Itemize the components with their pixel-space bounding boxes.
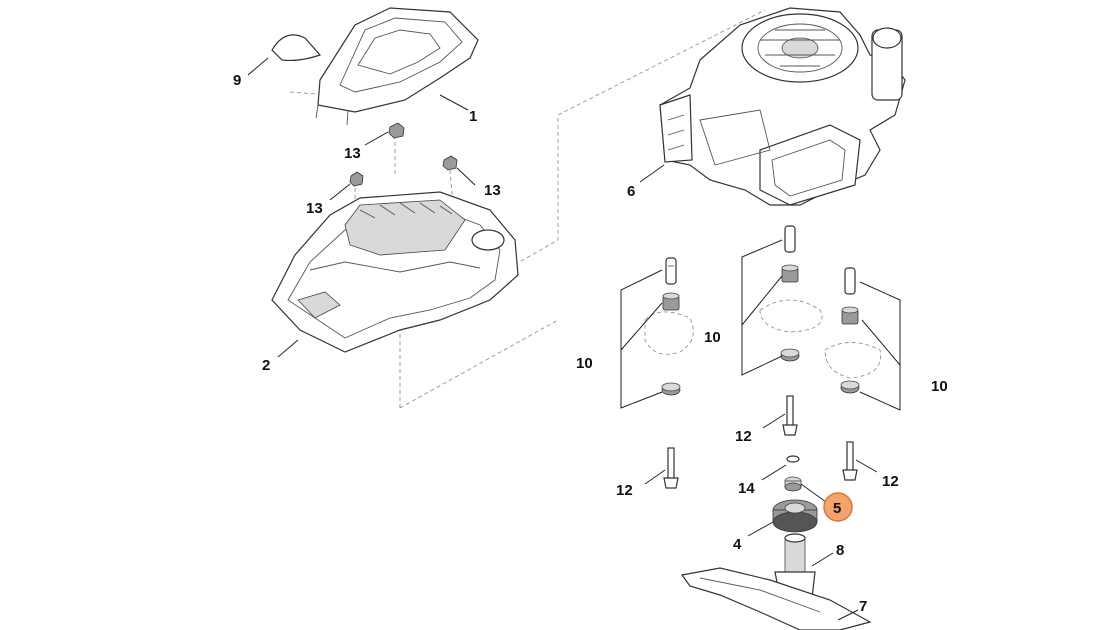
- callout-part-12-center[interactable]: 12: [735, 428, 752, 445]
- callout-part-10-left[interactable]: 10: [576, 355, 593, 372]
- nut-icon: [349, 122, 458, 187]
- spacer-icon: [784, 476, 802, 492]
- engine-icon: [659, 7, 906, 206]
- callout-part-13-right[interactable]: 13: [484, 182, 501, 199]
- leader-lines: [247, 57, 901, 621]
- housing-icon: [271, 191, 519, 353]
- spacer-icon: [841, 306, 859, 325]
- spacer-icon: [781, 264, 799, 283]
- washer-icon: [780, 348, 800, 362]
- bolt-icon: [782, 395, 798, 436]
- bolt-icon: [663, 447, 679, 489]
- washer-icon: [661, 382, 681, 396]
- callout-part-10-center[interactable]: 10: [704, 329, 721, 346]
- engine-cover-icon: [315, 7, 479, 126]
- washer-icon: [840, 380, 860, 394]
- bolt-icon: [665, 257, 677, 285]
- callout-part-10-right[interactable]: 10: [931, 378, 948, 395]
- callout-part-12-right[interactable]: 12: [882, 473, 899, 490]
- callout-part-8[interactable]: 8: [836, 542, 844, 559]
- callout-part-6[interactable]: 6: [627, 183, 635, 200]
- bolt-icon: [844, 267, 856, 295]
- callout-part-14[interactable]: 14: [738, 480, 755, 497]
- callout-part-7[interactable]: 7: [859, 598, 867, 615]
- blade-icon: [680, 567, 872, 630]
- callout-part-4[interactable]: 4: [733, 536, 742, 553]
- bolt-icon: [842, 441, 858, 481]
- callout-part-9[interactable]: 9: [233, 72, 241, 89]
- callout-labels: 9 1 13 13 13 2 6 10 10 10 12 12 12 14 5 …: [233, 72, 948, 615]
- callout-part-5[interactable]: 5: [833, 500, 841, 517]
- callout-part-13-left[interactable]: 13: [306, 200, 323, 217]
- callout-part-2[interactable]: 2: [262, 357, 270, 374]
- highlight-circle-part-5: [823, 492, 853, 522]
- bolt-icon: [784, 225, 796, 253]
- blade-adapter-icon: [772, 499, 818, 533]
- callout-part-13-top[interactable]: 13: [344, 145, 361, 162]
- filter-cover-icon: [271, 34, 322, 62]
- callout-part-12-left[interactable]: 12: [616, 482, 633, 499]
- spacer-icon: [662, 292, 680, 311]
- callout-part-1[interactable]: 1: [469, 108, 477, 125]
- washer-icon: [786, 455, 800, 463]
